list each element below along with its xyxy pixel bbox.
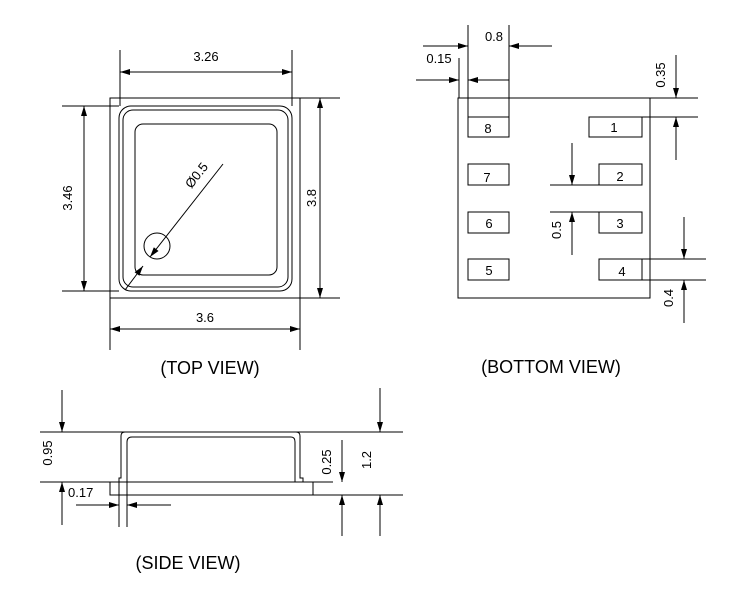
pad-label: 5 xyxy=(485,263,492,278)
pad-5 xyxy=(467,258,510,281)
bottom-view: 1 2 3 4 5 6 7 8 0.8 0.15 0.35 0.5 0.4 (B… xyxy=(416,25,706,377)
dim-0-35: 0.35 xyxy=(653,62,668,87)
pad-6 xyxy=(467,211,510,234)
dim-0-95: 0.95 xyxy=(40,440,55,465)
dim-0-15: 0.15 xyxy=(426,51,451,66)
dim-0-8: 0.8 xyxy=(485,29,503,44)
side-view: 0.95 0.17 0.25 1.2 (SIDE VIEW) xyxy=(40,388,403,573)
dim-hole: Ø0.5 xyxy=(182,160,211,191)
dim-3-26: 3.26 xyxy=(193,49,218,64)
dim-3-8: 3.8 xyxy=(304,189,319,207)
pad-label: 3 xyxy=(616,216,623,231)
cap-inner xyxy=(126,436,296,482)
pad-label: 8 xyxy=(484,121,491,136)
top-view: 3.26 3.6 3.46 3.8 Ø0.5 (TOP VIEW) xyxy=(60,49,340,378)
pad-2 xyxy=(598,163,643,186)
dim-3-6: 3.6 xyxy=(196,310,214,325)
extension-lines xyxy=(40,431,403,496)
dim-3-46: 3.46 xyxy=(60,185,75,210)
pad-4 xyxy=(598,258,643,281)
pad-label: 7 xyxy=(483,170,490,185)
pad-7 xyxy=(467,163,510,186)
package-outline xyxy=(457,97,651,299)
cap-outline xyxy=(118,431,304,482)
dim-1-2: 1.2 xyxy=(359,451,374,469)
substrate xyxy=(109,481,314,496)
outer-outline xyxy=(109,97,301,299)
pad-label: 4 xyxy=(618,264,625,279)
pads: 1 2 3 4 5 6 7 8 xyxy=(467,116,643,281)
vent-hole xyxy=(143,232,171,260)
pad-label: 1 xyxy=(610,120,617,135)
side-view-title: (SIDE VIEW) xyxy=(135,553,240,573)
dim-0-17: 0.17 xyxy=(68,485,93,500)
pad-8 xyxy=(467,116,510,138)
pad-1 xyxy=(588,116,643,138)
dim-0-4: 0.4 xyxy=(661,289,676,307)
dim-0-25: 0.25 xyxy=(319,449,334,474)
bottom-view-title: (BOTTOM VIEW) xyxy=(481,357,621,377)
pad-label: 6 xyxy=(485,216,492,231)
cap-top-outline xyxy=(134,123,278,276)
cap-outline xyxy=(118,105,293,292)
pad-label: 2 xyxy=(616,169,623,184)
cap-inner-outline xyxy=(122,109,289,288)
dim-0-5: 0.5 xyxy=(549,221,564,239)
pad-3 xyxy=(598,211,643,234)
top-view-title: (TOP VIEW) xyxy=(160,358,259,378)
